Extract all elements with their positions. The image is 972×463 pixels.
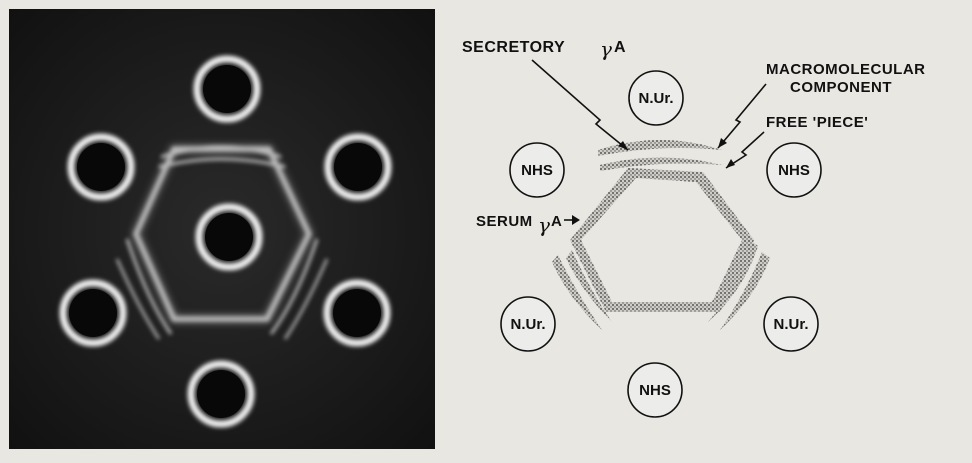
photo-well [327, 283, 387, 343]
svg-text:NHS: NHS [521, 162, 553, 179]
svg-text:A: A [614, 39, 626, 56]
well-bottom: NHS [628, 363, 682, 417]
serum-iga-label: SERUM γ A [476, 213, 562, 237]
precipitin-bands [552, 140, 770, 330]
secretory-iga-arc [598, 140, 722, 156]
well-lower-left: N.Ur. [501, 297, 555, 351]
svg-text:N.Ur.: N.Ur. [510, 316, 545, 333]
photo-well [191, 364, 251, 424]
secretory-iga-label: SECRETORY γ A [462, 37, 626, 61]
well-upper-right: NHS [767, 143, 821, 197]
svg-text:FREE 'PIECE': FREE 'PIECE' [766, 114, 868, 131]
well-top: N.Ur. [629, 71, 683, 125]
svg-text:NHS: NHS [639, 382, 671, 399]
schematic-diagram: N.Ur. NHS NHS N.Ur. N.Ur. [440, 0, 972, 458]
well-lower-right: N.Ur. [764, 297, 818, 351]
photo-well [197, 59, 257, 119]
serum-iga-hexagon [570, 168, 754, 312]
svg-text:SERUM: SERUM [476, 213, 533, 230]
svg-text:MACROMOLECULAR: MACROMOLECULAR [766, 61, 925, 78]
free-piece-arc [600, 158, 722, 172]
svg-text:NHS: NHS [778, 162, 810, 179]
svg-text:COMPONENT: COMPONENT [790, 79, 892, 96]
photo-well [199, 207, 259, 267]
macromolecular-pointer [718, 84, 766, 148]
immunodiffusion-photograph [9, 9, 435, 449]
svg-text:γ: γ [538, 213, 550, 237]
photo-well [71, 137, 131, 197]
svg-text:SECRETORY: SECRETORY [462, 39, 565, 56]
free-piece-label: FREE 'PIECE' [766, 114, 868, 131]
well-upper-left: NHS [510, 143, 564, 197]
svg-text:A: A [551, 213, 562, 230]
svg-text:N.Ur.: N.Ur. [638, 90, 673, 107]
photo-well [63, 283, 123, 343]
secretory-iga-pointer [532, 60, 628, 150]
photo-well [328, 137, 388, 197]
svg-text:N.Ur.: N.Ur. [773, 316, 808, 333]
macromolecular-component-label: MACROMOLECULAR COMPONENT [766, 61, 925, 96]
svg-text:γ: γ [600, 37, 612, 61]
